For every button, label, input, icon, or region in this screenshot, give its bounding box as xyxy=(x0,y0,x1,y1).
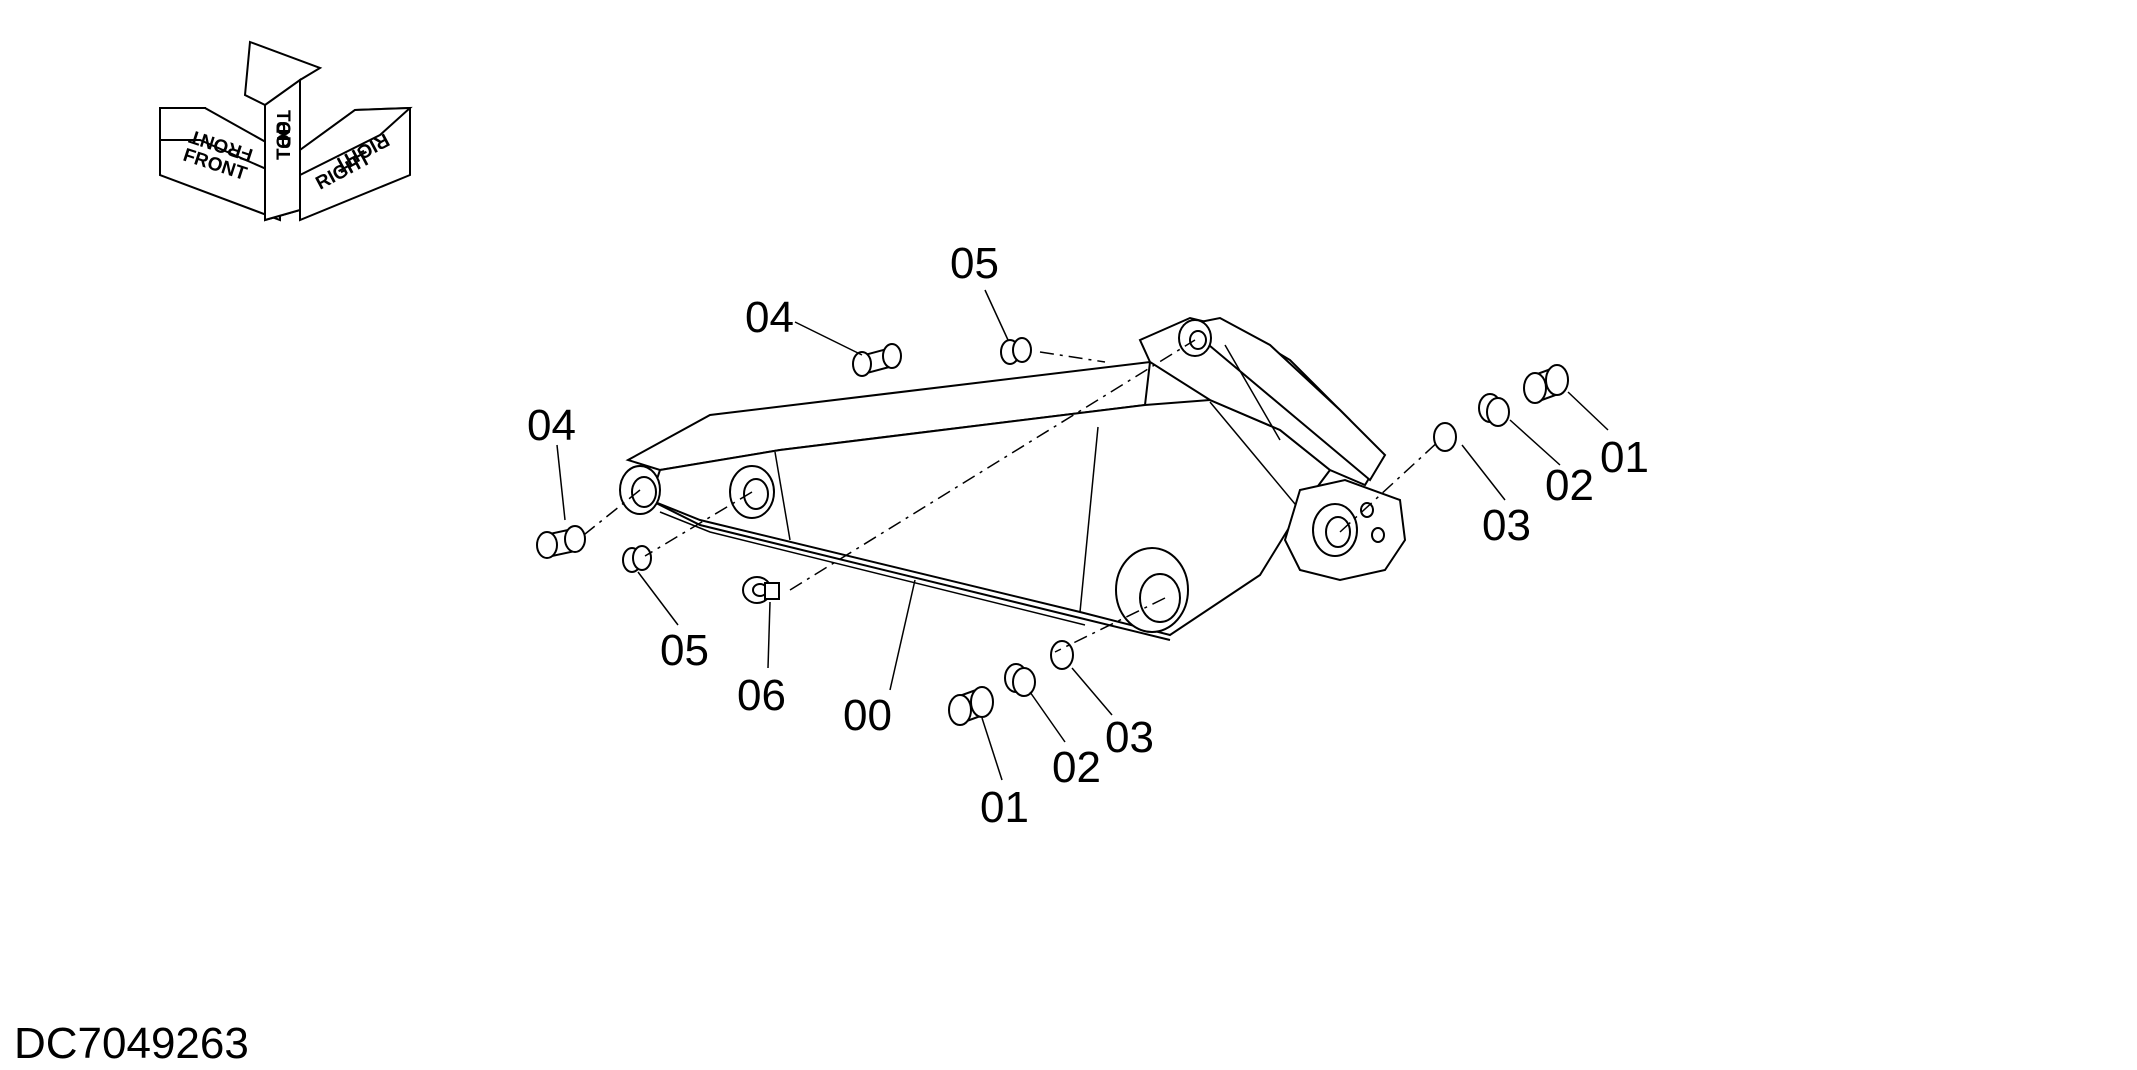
bushing-01-bottom xyxy=(948,686,994,726)
callout-00: 00 xyxy=(843,691,892,740)
center-line-left-ring xyxy=(644,491,753,557)
callout-03-bottom: 03 xyxy=(1105,713,1154,762)
boom-body xyxy=(619,316,1407,641)
callout-04-upper: 04 xyxy=(745,293,794,342)
ring-02-bottom xyxy=(1004,663,1036,697)
callout-03-right: 03 xyxy=(1482,501,1531,550)
direction-top-label: TOP xyxy=(272,110,293,149)
rear-small-hole-2 xyxy=(1371,527,1385,543)
lower-rear-boss-inner xyxy=(1139,573,1181,623)
boom-upper-bracket-inner xyxy=(1182,316,1387,482)
orientation-indicator: FRONT FRONT TOP TOP RIGHT RIGHT xyxy=(159,40,413,222)
callout-01-bottom: 01 xyxy=(980,783,1029,832)
leader-05-upper xyxy=(984,289,1009,341)
upper-bracket-hole-inner xyxy=(1189,330,1207,350)
leader-04-upper xyxy=(794,321,863,356)
center-line-left-bushing xyxy=(579,489,641,539)
ring-02-right xyxy=(1478,393,1510,427)
direction-top-mirror-label: TOP xyxy=(274,121,295,160)
callout-06: 06 xyxy=(737,671,786,720)
center-line-bottom xyxy=(1054,597,1166,653)
center-line-fitting xyxy=(789,339,1196,591)
callout-05-upper: 05 xyxy=(950,239,999,288)
bushing-04-left xyxy=(536,525,586,559)
leader-01-right xyxy=(1567,391,1609,431)
callout-labels: 04 05 04 05 06 00 03 02 01 03 02 01 xyxy=(527,239,1649,832)
leader-03-right xyxy=(1461,444,1506,501)
center-line-upper xyxy=(1039,351,1106,363)
center-line-right xyxy=(1339,439,1441,533)
leader-03-bottom xyxy=(1071,667,1113,716)
leader-02-right xyxy=(1509,419,1561,466)
drawing-code: DC7049263 xyxy=(14,1019,249,1068)
boom-bottom-flange xyxy=(649,499,1171,641)
boom-bottom-edge xyxy=(659,511,1086,626)
leader-06 xyxy=(767,601,771,669)
oring-03-right xyxy=(1433,422,1457,452)
leader-02-bottom xyxy=(1029,691,1066,743)
rear-small-hole-1 xyxy=(1360,502,1374,518)
leader-lines xyxy=(556,289,1609,781)
bushing-05-upper xyxy=(1000,337,1032,365)
leader-05-left xyxy=(637,571,679,626)
oring-03-bottom xyxy=(1050,640,1074,670)
bushing-01-right xyxy=(1523,364,1569,404)
bracket-edge-line xyxy=(1224,344,1281,441)
leader-00 xyxy=(889,579,916,691)
right-block-top xyxy=(299,106,413,177)
fitting-06 xyxy=(742,576,780,604)
callout-05-left: 05 xyxy=(660,626,709,675)
leader-01-bottom xyxy=(981,717,1003,781)
assembly-center-lines xyxy=(579,339,1441,653)
ring-05-left xyxy=(622,545,652,573)
middle-boss-inner xyxy=(743,478,769,510)
rear-upper-boss-inner xyxy=(1325,516,1351,548)
callout-01-right: 01 xyxy=(1600,433,1649,482)
boom-rib-1 xyxy=(774,451,791,541)
bushing-04-upper xyxy=(852,343,902,377)
callout-04-left: 04 xyxy=(527,401,576,450)
leader-04-left xyxy=(556,444,566,521)
callout-02-bottom: 02 xyxy=(1052,743,1101,792)
boom-rib-2 xyxy=(1079,426,1099,613)
boom-rib-3 xyxy=(1209,401,1301,511)
front-pin-bore-inner xyxy=(631,476,657,508)
callout-02-right: 02 xyxy=(1545,461,1594,510)
